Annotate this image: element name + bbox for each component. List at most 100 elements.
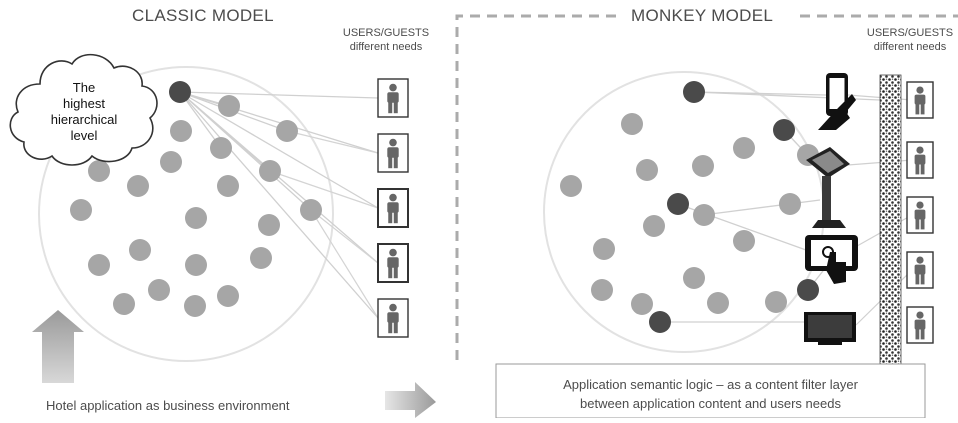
classic-node [129, 239, 151, 261]
user-body [914, 94, 926, 105]
classic-node [300, 199, 322, 221]
cloud-line-1: The [72, 80, 96, 95]
user-icon [377, 298, 409, 338]
user-head [389, 303, 397, 312]
monkey-node [643, 215, 665, 237]
classic-node [218, 95, 240, 117]
user-head [916, 86, 924, 94]
monkey-key-node [649, 311, 671, 333]
classic-node [148, 279, 170, 301]
classic-user-link [286, 130, 379, 154]
user-body [387, 147, 399, 158]
user-leg [915, 163, 920, 175]
classic-node [217, 285, 239, 307]
classic-user-link [179, 91, 379, 99]
phone-icon [818, 73, 856, 130]
user-head [389, 138, 397, 147]
up-arrow [32, 310, 84, 383]
monkey-model-title: MONKEY MODEL [631, 6, 774, 25]
classic-user-link [179, 91, 379, 264]
user-leg [920, 273, 925, 285]
cloud-line-4: level [70, 128, 98, 143]
user-body [914, 264, 926, 275]
user-body [387, 257, 399, 268]
user-head [916, 201, 924, 209]
user-head [389, 248, 397, 257]
classic-node [184, 295, 206, 317]
classic-node [217, 175, 239, 197]
classic-user-link [179, 91, 379, 319]
tv-icon [804, 312, 856, 345]
user-body [914, 209, 926, 220]
user-leg [920, 163, 925, 175]
monkey-node [733, 230, 755, 252]
classic-app-circle [38, 66, 334, 362]
user-icon [906, 196, 934, 234]
user-body [387, 312, 399, 323]
classic-node [113, 293, 135, 315]
user-body [914, 154, 926, 165]
filter-caption-line1: Application semantic logic – as a conten… [563, 377, 858, 392]
classic-node [88, 160, 110, 182]
classic-node [185, 254, 207, 276]
monkey-node [765, 291, 787, 313]
user-head [389, 193, 397, 202]
classic-node [258, 214, 280, 236]
business-environment-caption: Hotel application as business environmen… [46, 398, 290, 413]
cloud-line-3: hierarchical [50, 112, 118, 127]
user-head [389, 83, 397, 92]
kiosk-icon [806, 147, 850, 228]
user-leg [393, 211, 398, 224]
classic-node [276, 120, 298, 142]
user-leg [393, 266, 398, 279]
user-leg [915, 103, 920, 115]
user-leg [388, 101, 393, 114]
classic-node [210, 137, 232, 159]
classic-user-link [310, 209, 379, 319]
classic-node [127, 175, 149, 197]
user-leg [388, 156, 393, 169]
classic-connection-lines [179, 91, 379, 319]
filter-caption-line2: between application content and users ne… [580, 396, 841, 411]
tablet-icon [805, 235, 858, 284]
user-icon [906, 251, 934, 289]
monkey-users-heading: USERS/GUESTS different needs [860, 26, 958, 54]
filter-caption: Application semantic logic – as a conten… [496, 375, 925, 413]
monkey-node [636, 159, 658, 181]
monkey-nodes [560, 81, 819, 333]
classic-node [70, 199, 92, 221]
monkey-node [621, 113, 643, 135]
classic-user-link [310, 209, 379, 264]
monkey-node [693, 204, 715, 226]
monkey-node [631, 293, 653, 315]
monkey-key-node [797, 279, 819, 301]
monkey-users-heading-line1: USERS/GUESTS [866, 27, 954, 39]
user-icon [377, 78, 409, 118]
user-leg [393, 101, 398, 114]
user-leg [915, 328, 920, 340]
monkey-key-node [667, 193, 689, 215]
user-leg [388, 321, 393, 334]
monkey-node [593, 238, 615, 260]
user-leg [915, 273, 920, 285]
user-head [916, 146, 924, 154]
user-leg [920, 218, 925, 230]
user-icon [377, 133, 409, 173]
classic-node [250, 247, 272, 269]
monkey-link [702, 199, 821, 216]
filter-caption-box [495, 363, 926, 419]
cloud-line-2: highest [63, 96, 105, 111]
classic-node [88, 254, 110, 276]
user-icon [906, 306, 934, 344]
monkey-node [560, 175, 582, 197]
user-icon [906, 81, 934, 119]
monkey-model-frame [455, 14, 958, 360]
classic-nodes [70, 81, 322, 317]
monkey-node [707, 292, 729, 314]
classic-link [179, 91, 222, 149]
user-leg [393, 321, 398, 334]
classic-users-heading: USERS/GUESTS different needs [336, 26, 436, 54]
classic-users-heading-line2: different needs [349, 41, 423, 53]
user-leg [388, 211, 393, 224]
